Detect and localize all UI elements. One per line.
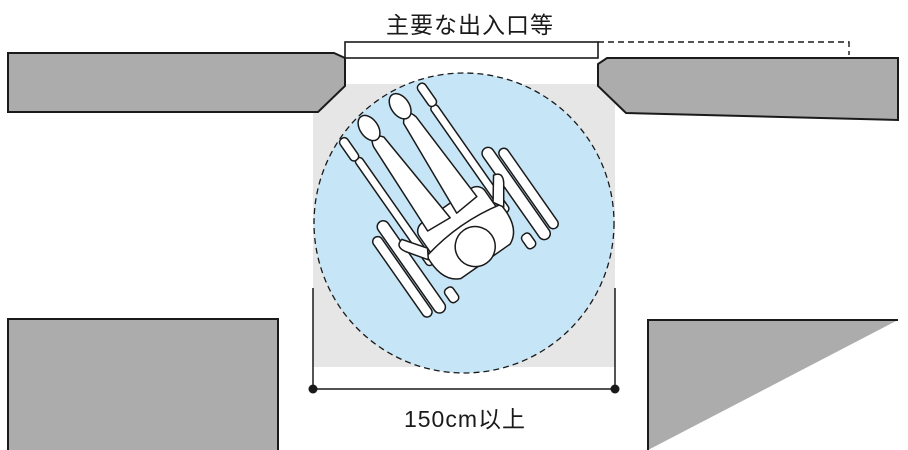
entrance-label: 主要な出入口等 [386,12,554,38]
wall-bottom-right [647,319,898,450]
wheelchair-user-topview-icon [338,82,559,318]
wall-top-right [597,57,899,122]
dimension-endpoint-left [308,384,318,394]
wall-top-left [7,52,346,113]
dimension-endpoint-right [610,384,620,394]
entrance-dashed-extension [598,41,850,55]
entrance-opening [344,41,599,59]
width-dimension-label: 150cm以上 [403,406,527,432]
wall-bottom-left [7,318,279,450]
